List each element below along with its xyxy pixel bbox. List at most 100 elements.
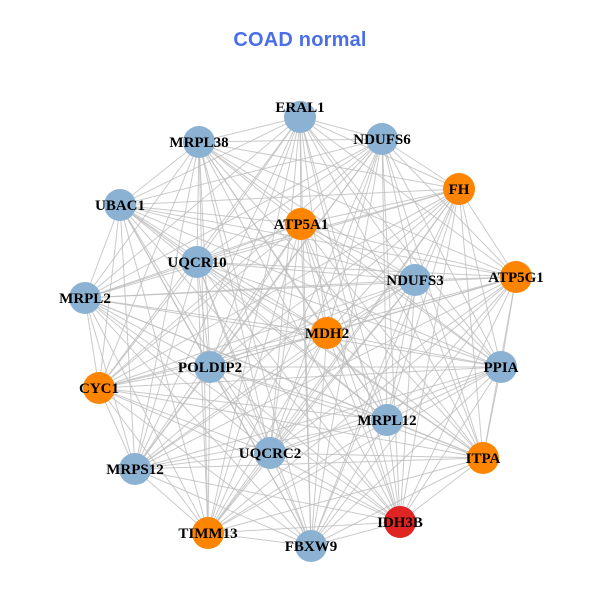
edge-MRPL12-UQCRC2 bbox=[269, 419, 388, 454]
edge-MRPL38-ATP5A1 bbox=[198, 141, 302, 225]
node-FH bbox=[443, 173, 475, 205]
edge-MDH2-PPIA bbox=[326, 332, 502, 368]
edge-MRPL38-ATP5G1 bbox=[198, 141, 517, 278]
node-label-FBXW9: FBXW9 bbox=[285, 539, 338, 555]
edge-MRPL38-NDUFS6 bbox=[198, 138, 383, 143]
node-CYC1 bbox=[83, 372, 115, 404]
edge-ATP5G1-TIMM13 bbox=[207, 276, 517, 534]
edge-ATP5A1-MRPS12 bbox=[134, 223, 302, 470]
edge-MRPL2-POLDIP2 bbox=[84, 297, 211, 368]
node-label-MRPL2: MRPL2 bbox=[59, 291, 111, 307]
edge-ITPA-FBXW9 bbox=[310, 457, 484, 547]
edge-UBAC1-ATP5G1 bbox=[119, 204, 517, 278]
node-TIMM13 bbox=[192, 517, 224, 549]
node-label-TIMM13: TIMM13 bbox=[178, 526, 237, 542]
edge-MRPL12-IDH3B bbox=[386, 419, 401, 523]
edge-MRPL38-UQCR10 bbox=[196, 141, 200, 263]
edge-NDUFS6-UQCR10 bbox=[196, 138, 383, 263]
edge-ERAL1-MRPL38 bbox=[198, 116, 301, 143]
edge-ATP5A1-ATP5G1 bbox=[300, 223, 517, 278]
figure-title: COAD normal bbox=[233, 29, 367, 51]
node-IDH3B bbox=[384, 506, 416, 538]
edge-POLDIP2-ITPA bbox=[209, 366, 484, 459]
edge-UQCRC2-ITPA bbox=[269, 452, 484, 459]
node-label-CYC1: CYC1 bbox=[79, 381, 119, 397]
edge-MRPL2-MDH2 bbox=[84, 297, 328, 334]
node-label-ATP5G1: ATP5G1 bbox=[488, 270, 544, 286]
node-MRPL38 bbox=[183, 126, 215, 158]
edge-ATP5G1-MRPL12 bbox=[386, 276, 517, 421]
edge-PPIA-MRPS12 bbox=[134, 366, 502, 470]
edge-ERAL1-NDUFS3 bbox=[299, 116, 416, 281]
edge-MDH2-MRPS12 bbox=[134, 332, 328, 470]
edge-UQCR10-ATP5G1 bbox=[196, 261, 517, 278]
edge-CYC1-UQCRC2 bbox=[98, 387, 271, 454]
edge-NDUFS6-MRPL2 bbox=[84, 138, 383, 299]
edge-UQCRC2-IDH3B bbox=[269, 452, 401, 523]
edge-NDUFS6-MDH2 bbox=[326, 138, 383, 334]
node-label-ERAL1: ERAL1 bbox=[275, 100, 324, 116]
edge-ATP5G1-IDH3B bbox=[399, 276, 517, 523]
edge-MRPS12-ITPA bbox=[134, 457, 484, 470]
edge-MRPL2-PPIA bbox=[84, 297, 502, 368]
edge-TIMM13-IDH3B bbox=[207, 521, 401, 534]
node-NDUFS3 bbox=[399, 264, 431, 296]
edge-ATP5G1-UQCRC2 bbox=[269, 276, 517, 454]
edge-NDUFS6-ATP5A1 bbox=[300, 138, 383, 225]
edge-CYC1-ITPA bbox=[98, 387, 484, 459]
edge-NDUFS3-MDH2 bbox=[326, 279, 416, 334]
edge-UQCR10-CYC1 bbox=[98, 261, 198, 389]
node-MRPS12 bbox=[119, 453, 151, 485]
edge-MDH2-POLDIP2 bbox=[209, 332, 328, 368]
edge-MRPS12-UQCRC2 bbox=[134, 452, 271, 470]
edge-NDUFS3-IDH3B bbox=[399, 279, 416, 523]
edge-ATP5A1-FBXW9 bbox=[300, 223, 312, 547]
node-label-UQCRC2: UQCRC2 bbox=[239, 446, 302, 462]
edge-FH-UBAC1 bbox=[119, 188, 460, 206]
edge-NDUFS3-PPIA bbox=[414, 279, 502, 368]
edge-ERAL1-MRPL2 bbox=[84, 116, 301, 299]
edge-FH-UQCR10 bbox=[196, 188, 460, 263]
edge-UBAC1-MRPL2 bbox=[84, 204, 121, 299]
node-label-UQCR10: UQCR10 bbox=[167, 255, 226, 271]
edge-NDUFS6-IDH3B bbox=[381, 138, 401, 523]
edge-ERAL1-UQCR10 bbox=[196, 116, 301, 263]
edge-FH-ITPA bbox=[458, 188, 484, 459]
edge-ITPA-IDH3B bbox=[399, 457, 484, 523]
edge-POLDIP2-TIMM13 bbox=[207, 366, 211, 534]
edge-ATP5A1-CYC1 bbox=[98, 223, 302, 389]
node-MRPL2 bbox=[69, 282, 101, 314]
edge-MDH2-ITPA bbox=[326, 332, 484, 459]
edge-MRPL38-CYC1 bbox=[98, 141, 200, 389]
edge-UBAC1-ATP5A1 bbox=[119, 204, 302, 225]
edge-UBAC1-IDH3B bbox=[119, 204, 401, 523]
edge-NDUFS6-ATP5G1 bbox=[381, 138, 517, 278]
edge-ATP5G1-MRPS12 bbox=[134, 276, 517, 470]
node-label-MRPL12: MRPL12 bbox=[357, 413, 416, 429]
node-label-FH: FH bbox=[449, 182, 470, 198]
edge-NDUFS6-CYC1 bbox=[98, 138, 383, 389]
edge-MRPL2-TIMM13 bbox=[84, 297, 209, 534]
node-UQCR10 bbox=[181, 246, 213, 278]
edge-UQCRC2-TIMM13 bbox=[207, 452, 271, 534]
edge-MRPS12-TIMM13 bbox=[134, 468, 209, 534]
edge-ATP5A1-MDH2 bbox=[300, 223, 328, 334]
edge-ERAL1-MRPS12 bbox=[134, 116, 301, 470]
edge-MRPS12-IDH3B bbox=[134, 468, 401, 523]
node-label-ITPA: ITPA bbox=[466, 451, 501, 467]
edge-TIMM13-FBXW9 bbox=[207, 532, 312, 547]
edge-UBAC1-NDUFS3 bbox=[119, 204, 416, 281]
edge-PPIA-CYC1 bbox=[98, 366, 502, 389]
edge-NDUFS6-UQCRC2 bbox=[269, 138, 383, 454]
node-label-PPIA: PPIA bbox=[484, 360, 519, 376]
node-ATP5G1 bbox=[500, 261, 532, 293]
edge-MRPL38-FH bbox=[198, 141, 460, 190]
edge-UQCR10-MDH2 bbox=[196, 261, 328, 334]
edge-MRPL12-FBXW9 bbox=[310, 419, 388, 547]
edge-ATP5A1-ITPA bbox=[300, 223, 484, 459]
edge-MRPS12-FBXW9 bbox=[134, 468, 312, 547]
node-label-MDH2: MDH2 bbox=[305, 326, 349, 342]
edge-UQCR10-ITPA bbox=[196, 261, 484, 459]
edge-NDUFS6-UBAC1 bbox=[119, 138, 383, 206]
